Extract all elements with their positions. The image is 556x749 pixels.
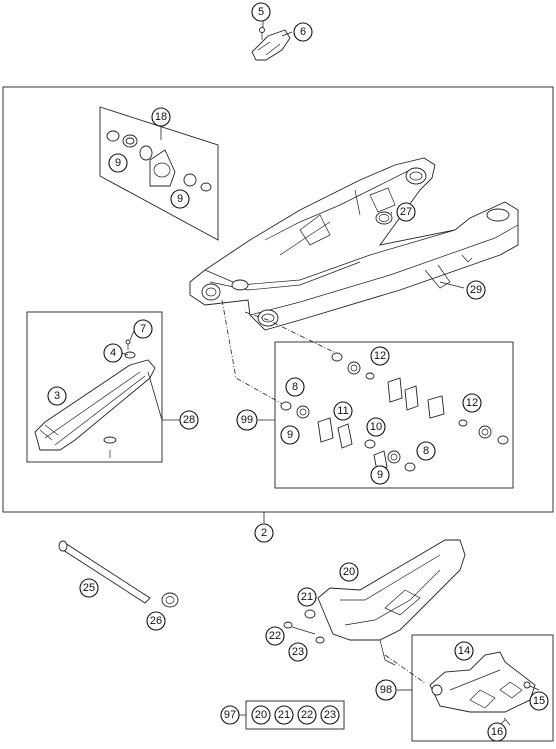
callout-12: 12: [370, 346, 390, 366]
svg-text:11: 11: [337, 405, 348, 417]
callout-12: 12: [462, 393, 482, 413]
callout-9: 9: [280, 425, 300, 445]
svg-text:9: 9: [287, 429, 293, 441]
chain-guide-panel: [411, 634, 554, 742]
callout-9: 9: [370, 465, 390, 485]
callout-14: 14: [454, 641, 474, 661]
linkage-kit-parts: [280, 352, 509, 472]
svg-text:9: 9: [177, 193, 183, 205]
svg-text:23: 23: [324, 709, 336, 721]
callout-15: 15: [529, 691, 549, 711]
kit-callout-23: 23: [320, 705, 340, 725]
svg-text:21: 21: [278, 709, 290, 721]
svg-text:2: 2: [261, 527, 267, 539]
svg-text:25: 25: [83, 582, 95, 594]
svg-text:22: 22: [269, 630, 281, 642]
callout-20: 20: [339, 562, 359, 582]
svg-text:9: 9: [115, 157, 121, 169]
svg-text:23: 23: [292, 646, 304, 658]
svg-text:8: 8: [423, 445, 429, 457]
svg-text:22: 22: [301, 709, 313, 721]
callout-10: 10: [366, 417, 386, 437]
svg-text:97: 97: [224, 709, 236, 721]
svg-text:26: 26: [150, 615, 162, 627]
callout-8: 8: [416, 441, 436, 461]
callout-23: 23: [288, 642, 308, 662]
chain-guard-part: [317, 539, 466, 666]
callout-7: 7: [133, 319, 153, 339]
callout-9: 9: [108, 153, 128, 173]
pivot-nut-part: [161, 592, 179, 608]
kit-callout-21: 21: [274, 705, 294, 725]
callout-16: 16: [487, 722, 507, 742]
linkage-kit-panel: [274, 341, 514, 489]
callout-4: 4: [103, 343, 123, 363]
bearing-27-part: [375, 211, 393, 225]
svg-text:10: 10: [370, 421, 382, 433]
chain-guide-parts: [429, 651, 536, 726]
callout-21: 21: [297, 587, 317, 607]
callout-22: 22: [265, 626, 285, 646]
kit-callout-20: 20: [251, 705, 271, 725]
callout-11: 11: [333, 401, 353, 421]
svg-text:15: 15: [533, 695, 545, 707]
svg-text:29: 29: [470, 284, 482, 296]
chain-slider-panel: [26, 311, 163, 463]
svg-text:12: 12: [466, 397, 478, 409]
callout-97: 97: [220, 705, 240, 725]
svg-text:8: 8: [292, 381, 298, 393]
callout-9: 9: [170, 189, 190, 209]
svg-text:18: 18: [155, 111, 167, 123]
svg-text:14: 14: [458, 645, 470, 657]
svg-text:6: 6: [300, 26, 306, 38]
callout-3: 3: [47, 386, 67, 406]
callout-5: 5: [251, 2, 271, 22]
callout-6: 6: [293, 22, 313, 42]
svg-text:21: 21: [301, 591, 313, 603]
chain-slider-parts: [34, 339, 156, 458]
chain-guide-bracket-part: [251, 27, 291, 61]
svg-text:3: 3: [54, 390, 60, 402]
svg-text:20: 20: [255, 709, 267, 721]
callout-18: 18: [151, 107, 171, 127]
callout-2: 2: [254, 523, 274, 543]
svg-text:27: 27: [400, 206, 412, 218]
svg-text:99: 99: [241, 414, 253, 426]
callout-26: 26: [146, 611, 166, 631]
screw-washer-parts: [283, 609, 325, 644]
callout-29: 29: [466, 280, 486, 300]
main-assembly-frame: [2, 86, 554, 513]
svg-text:28: 28: [183, 414, 195, 426]
svg-text:7: 7: [140, 323, 146, 335]
callout-28: 28: [179, 410, 199, 430]
svg-text:4: 4: [110, 347, 116, 359]
callout-99: 99: [236, 409, 258, 431]
bearing-kit-panel: [99, 106, 219, 241]
callout-25: 25: [79, 578, 99, 598]
pivot-axle-part: [58, 540, 151, 604]
svg-text:16: 16: [491, 726, 503, 738]
callout-27: 27: [396, 202, 416, 222]
svg-text:12: 12: [374, 350, 386, 362]
svg-text:98: 98: [380, 684, 392, 696]
callout-8: 8: [285, 377, 305, 397]
callout-98: 98: [375, 679, 397, 701]
svg-text:9: 9: [377, 469, 383, 481]
svg-text:20: 20: [343, 566, 355, 578]
swingarm-part: [189, 157, 519, 331]
bearing-kit-parts: [106, 130, 212, 192]
svg-text:5: 5: [258, 6, 264, 18]
kit-callout-22: 22: [297, 705, 317, 725]
